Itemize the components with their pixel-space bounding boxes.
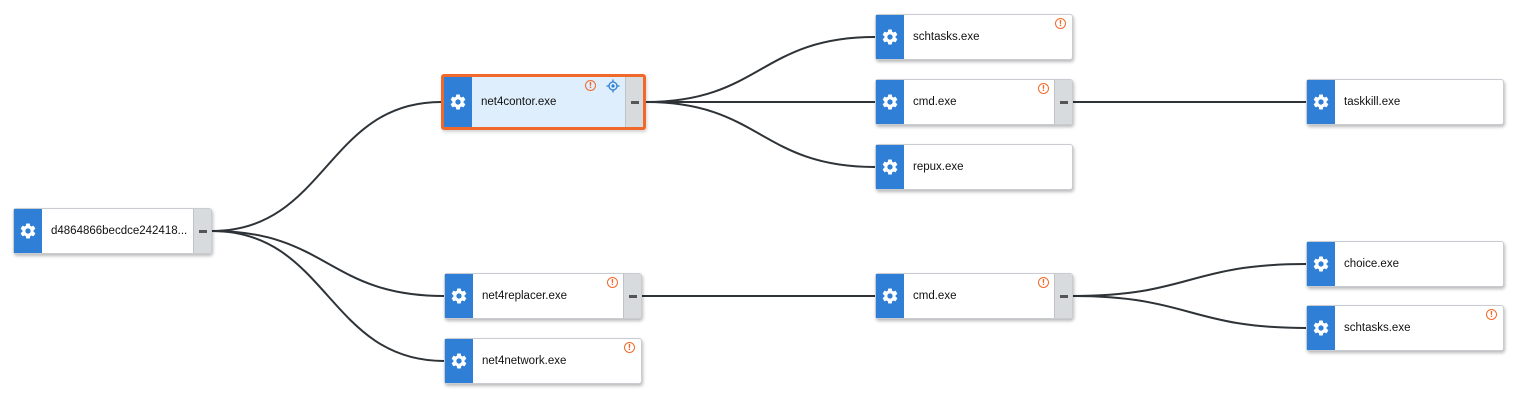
gear-icon <box>876 145 904 189</box>
process-node-n8[interactable]: taskkill.exe <box>1306 79 1504 125</box>
collapse-button[interactable] <box>1054 274 1072 318</box>
process-node-n1[interactable]: net4contor.exe! <box>441 74 646 130</box>
process-node-n3[interactable]: net4network.exe! <box>444 338 642 384</box>
process-node-root[interactable]: d4864866becdce242418... <box>13 208 212 254</box>
alert-icon[interactable]: ! <box>1038 83 1049 94</box>
gear-icon <box>445 339 473 383</box>
process-name: net4contor.exe <box>481 96 557 108</box>
process-name: repux.exe <box>913 161 964 173</box>
edge-n7-n9 <box>1072 263 1307 297</box>
process-name: net4replacer.exe <box>482 290 568 302</box>
process-node-n6[interactable]: repux.exe <box>875 144 1073 190</box>
gear-icon <box>1307 242 1335 286</box>
edge-root-n2 <box>211 230 445 297</box>
edge-root-n3 <box>211 230 445 362</box>
process-node-n2[interactable]: net4replacer.exe! <box>444 273 642 319</box>
edge-n1-n6 <box>645 101 876 168</box>
locate-target-icon[interactable] <box>606 79 620 93</box>
collapse-button[interactable] <box>623 274 641 318</box>
alert-icon[interactable]: ! <box>1055 18 1066 29</box>
process-node-n5[interactable]: cmd.exe! <box>875 79 1073 125</box>
process-name: net4network.exe <box>482 355 567 367</box>
process-name: cmd.exe <box>913 290 957 302</box>
alert-icon[interactable]: ! <box>1486 309 1497 320</box>
gear-icon <box>445 274 473 318</box>
gear-icon <box>876 80 904 124</box>
alert-icon[interactable]: ! <box>585 80 596 91</box>
process-name: schtasks.exe <box>1344 322 1411 334</box>
process-node-n9[interactable]: choice.exe <box>1306 241 1504 287</box>
minus-icon <box>1059 294 1068 298</box>
collapse-button[interactable] <box>625 77 643 127</box>
edge-n1-n4 <box>645 36 876 103</box>
gear-icon <box>876 274 904 318</box>
gear-icon <box>444 77 472 127</box>
process-name: schtasks.exe <box>913 31 980 43</box>
process-name: choice.exe <box>1344 258 1399 270</box>
process-name: cmd.exe <box>913 96 957 108</box>
process-name: d4864866becdce242418... <box>51 225 188 237</box>
gear-icon <box>1307 80 1335 124</box>
gear-icon <box>14 209 42 253</box>
process-name: taskkill.exe <box>1344 96 1401 108</box>
minus-icon <box>1059 100 1068 104</box>
alert-icon[interactable]: ! <box>624 342 635 353</box>
process-node-n7[interactable]: cmd.exe! <box>875 273 1073 319</box>
edge-root-n1 <box>211 101 442 232</box>
minus-icon <box>628 294 637 298</box>
alert-icon[interactable]: ! <box>1038 277 1049 288</box>
minus-icon <box>630 100 639 104</box>
gear-icon <box>1307 306 1335 350</box>
minus-icon <box>198 229 207 233</box>
process-node-n10[interactable]: schtasks.exe! <box>1306 305 1504 351</box>
edge-n7-n10 <box>1072 295 1307 329</box>
alert-icon[interactable]: ! <box>607 277 618 288</box>
collapse-button[interactable] <box>193 209 211 253</box>
process-node-n4[interactable]: schtasks.exe! <box>875 14 1073 60</box>
gear-icon <box>876 15 904 59</box>
collapse-button[interactable] <box>1054 80 1072 124</box>
